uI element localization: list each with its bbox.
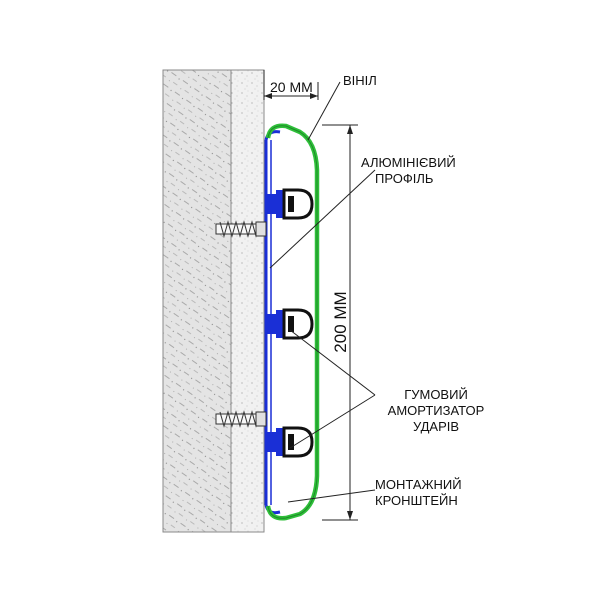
rubber-shock-absorber-label-line3: УДАРІВ xyxy=(412,419,460,434)
mounting-bracket-middle xyxy=(266,310,286,338)
plaster-layer xyxy=(230,69,265,533)
width-dimension-label: 20 ММ xyxy=(270,79,313,95)
leader-lines xyxy=(269,81,376,503)
height-dimension-label: 200 ММ xyxy=(331,291,350,353)
concrete-wall xyxy=(162,69,232,533)
mounting-bracket-label: МОНТАЖНИЙ КРОНШТЕЙН xyxy=(375,477,462,509)
aluminum-profile-label-line1: АЛЮМІНІЄВИЙ xyxy=(361,155,456,170)
screw-anchor-icon xyxy=(215,220,267,238)
rubber-shock-absorber-label-line2: АМОРТИЗАТОР xyxy=(387,403,485,418)
aluminum-profile-label-line2: ПРОФІЛЬ xyxy=(375,171,434,186)
width-dimension xyxy=(263,70,319,100)
mounting-bracket-label-line2: КРОНШТЕЙН xyxy=(375,493,458,508)
rubber-bumper-icon xyxy=(282,426,314,458)
aluminum-profile-label: АЛЮМІНІЄВИЙ ПРОФІЛЬ xyxy=(361,155,456,187)
rubber-bumper-icon xyxy=(282,308,314,340)
vinyl-label: ВІНІЛ xyxy=(343,73,377,88)
rubber-shock-absorber-label: ГУМОВИЙ АМОРТИЗАТОР УДАРІВ xyxy=(376,387,496,435)
height-dimension xyxy=(322,124,358,521)
mounting-bracket-bottom xyxy=(266,428,286,456)
rubber-bumper-icon xyxy=(282,188,314,220)
rubber-shock-absorber-label-line1: ГУМОВИЙ xyxy=(404,387,468,402)
screw-anchor-icon xyxy=(215,410,267,428)
mounting-bracket-label-line1: МОНТАЖНИЙ xyxy=(375,477,462,492)
mounting-bracket-top xyxy=(266,190,286,218)
vinyl-cover xyxy=(265,123,320,521)
